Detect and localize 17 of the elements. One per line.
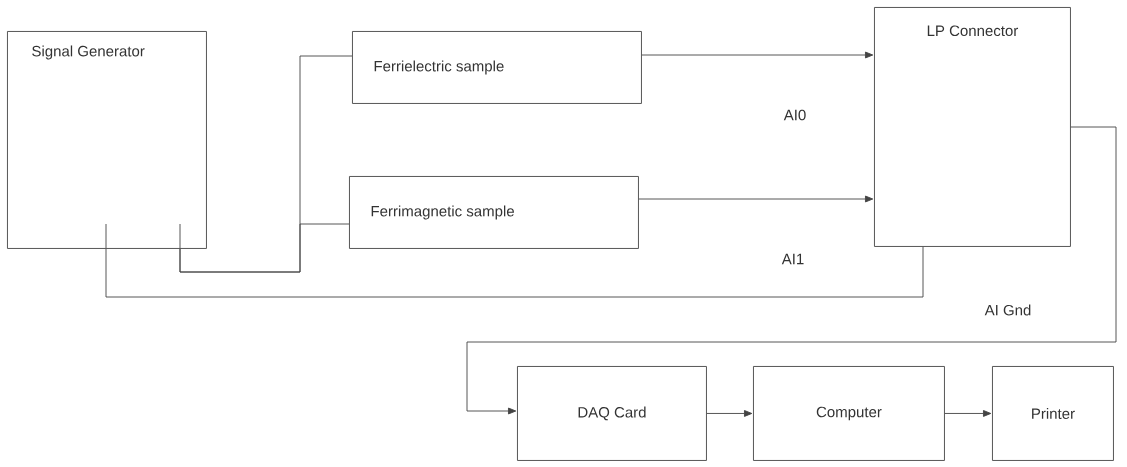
generator-box: Signal Generator	[7, 31, 207, 249]
sample-box: Ferrimagnetic sample	[349, 176, 639, 249]
connector-line	[638, 195, 874, 203]
edge-label: AI0	[781, 107, 809, 123]
signal-label: AI Gnd	[984, 304, 1031, 316]
sample-box: Ferrielectric sample	[352, 31, 642, 104]
connector-line	[466, 126, 1117, 415]
connector-line	[641, 51, 874, 59]
process-box: Computer	[753, 366, 945, 461]
process-box: Printer	[992, 366, 1114, 461]
connector-line	[105, 246, 924, 298]
process-box: DAQ Card	[517, 366, 707, 461]
connector-line	[179, 223, 350, 273]
edge-label: AI1	[779, 251, 807, 267]
connector-line	[706, 410, 753, 417]
connector-box: LP Connector	[874, 7, 1071, 247]
connector-line	[944, 410, 992, 417]
